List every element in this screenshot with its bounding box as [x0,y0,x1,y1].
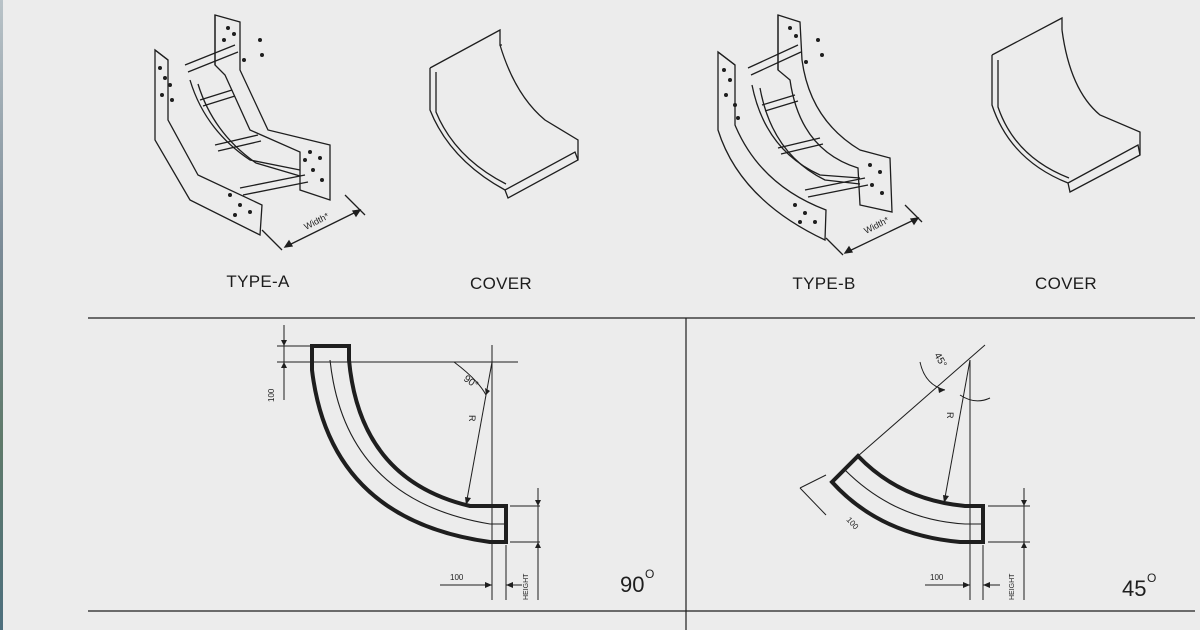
left-edge-strip [0,0,3,630]
cover-b-drawing [991,16,1141,193]
cover-a-drawing [429,28,579,199]
bend-90-dim-100-horizontal: 100 [450,573,464,582]
panel-separators [88,317,1195,630]
bend-45-height-label: HEIGHT [1009,573,1016,600]
bend-45-angle-label: 45° [931,351,948,370]
type-a-ladder-drawing [154,14,366,251]
bend-45-radius-label: R [945,412,955,419]
bend-90-angle-title: 90 [620,572,644,597]
bend-90-degree-mark: O [645,567,654,581]
type-b-label: TYPE-B [792,274,856,293]
bend-45-degree-mark: O [1147,571,1156,585]
bend-45-dim-100-diagonal: 100 [845,515,861,531]
bend-45-dim-100-horizontal: 100 [930,573,944,582]
bend-90-radius-label: R [467,415,477,422]
cover-a-label: COVER [470,274,532,293]
type-b-ladder-drawing [717,14,923,256]
bend-90-diagram [277,325,541,600]
type-a-width-label: Width* [302,211,331,232]
type-a-label: TYPE-A [226,272,290,291]
bend-45-diagram [799,344,1030,600]
bend-90-height-label: HEIGHT [523,573,530,600]
bend-45-angle-title: 45 [1122,576,1146,601]
bend-90-angle-label: 90° [461,373,480,391]
cover-b-label: COVER [1035,274,1097,293]
bend-90-dim-100-vertical: 100 [267,388,276,402]
